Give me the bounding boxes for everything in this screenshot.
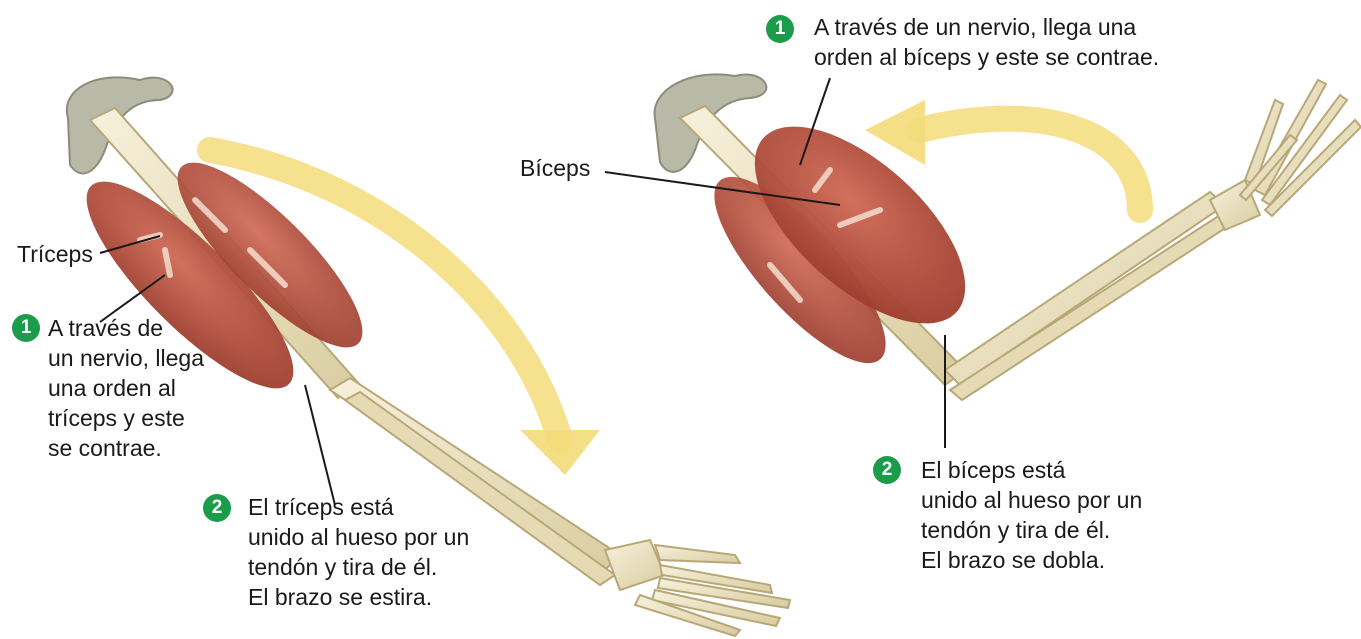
left-motion-arrowhead xyxy=(520,430,600,475)
left-step1-badge: 1 xyxy=(12,314,40,342)
right-forearm-ulna xyxy=(950,215,1230,400)
left-step2-leader xyxy=(305,385,335,505)
left-triceps-label: Tríceps xyxy=(17,239,93,269)
right-step2-badge: 2 xyxy=(873,456,901,484)
right-step2-text: El bíceps está unido al hueso por un ten… xyxy=(921,455,1142,575)
right-hand xyxy=(1210,80,1361,230)
right-motion-arrowhead xyxy=(865,100,925,165)
left-hand xyxy=(605,540,790,636)
right-motion-arrow xyxy=(920,119,1140,210)
left-step2-badge: 2 xyxy=(203,494,231,522)
left-step1-text: A través de un nervio, llega una orden a… xyxy=(48,313,204,463)
left-step2-text: El tríceps está unido al hueso por un te… xyxy=(248,492,469,612)
right-forearm-radius xyxy=(945,192,1225,385)
right-step1-badge: 1 xyxy=(766,15,794,43)
right-biceps-label: Bíceps xyxy=(520,153,590,183)
right-arm xyxy=(655,74,1361,400)
right-step1-text: A través de un nervio, llega una orden a… xyxy=(814,12,1159,72)
